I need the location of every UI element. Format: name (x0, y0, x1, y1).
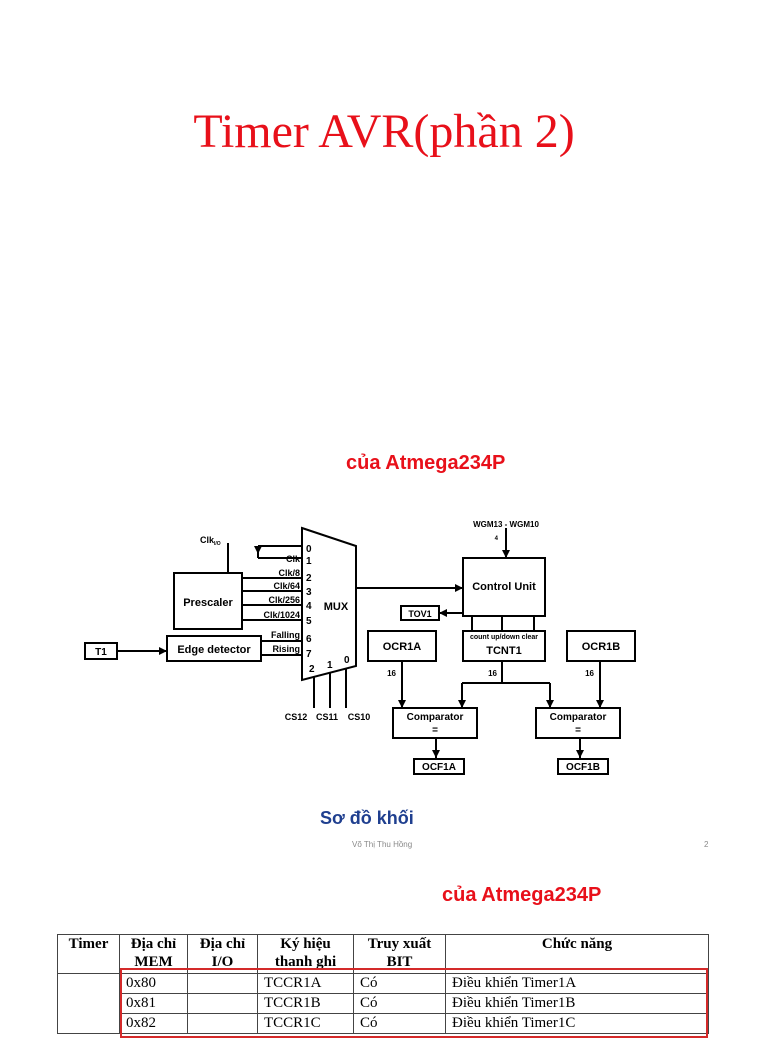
mux-input-label: Clk/256 (268, 595, 300, 605)
prescaler-label: Prescaler (183, 597, 233, 609)
mux-input-label: Clk/8 (278, 568, 300, 578)
mux-select-number: 1 (327, 660, 333, 671)
table-cell (57, 973, 120, 1034)
mux-input-number: 5 (306, 616, 312, 627)
table-header: Địa chỉ MEM (119, 934, 188, 974)
cs-label: CS12 (285, 712, 308, 722)
mux-select-number: 0 (344, 655, 350, 666)
mux-input-number: 2 (306, 573, 312, 584)
slide-title: Timer AVR(phần 2) (193, 105, 575, 158)
table-header: Timer (57, 934, 120, 974)
mux-input-label: Falling (271, 630, 300, 640)
cs-label: CS11 (316, 712, 338, 722)
tov1-label: TOV1 (408, 609, 431, 619)
comparator-a-label: Comparator (407, 712, 464, 723)
edge-detector-label: Edge detector (177, 644, 251, 656)
mux-input-label: Clk (286, 554, 301, 564)
footer-author: Võ Thị Thu Hồng (352, 840, 413, 849)
control-unit-label: Control Unit (472, 581, 536, 593)
mux-input-label: Clk/64 (273, 581, 300, 591)
mux-input-number: 3 (306, 587, 312, 598)
mux-input-number: 4 (306, 601, 312, 612)
ocf1b-label: OCF1B (566, 762, 600, 773)
table-cell: 0x81 (119, 993, 188, 1014)
mux-label: MUX (324, 601, 349, 613)
wgm-label: WGM13 - WGM10 (473, 520, 539, 529)
tcnt1-label: TCNT1 (486, 645, 521, 657)
bus-width-label: 16 (488, 669, 497, 678)
bus-width-label: 16 (387, 669, 396, 678)
diagram-caption: Sơ đồ khối (320, 808, 414, 828)
wgm-bus-width: 4 (495, 536, 499, 542)
mux-input-number: 0 (306, 544, 312, 555)
mux-input-label: Clk/1024 (263, 610, 300, 620)
bus-width-label: 16 (585, 669, 594, 678)
highlight-box (120, 968, 708, 1038)
ocr1b-label: OCR1B (582, 641, 621, 653)
slide2-subtitle: của Atmega234P (442, 884, 602, 906)
table-header: Truy xuất BIT (353, 934, 446, 974)
t1-label: T1 (95, 647, 107, 658)
count-label: count up/down clear (470, 634, 538, 641)
mux-input-number: 6 (306, 634, 312, 645)
comparator-b-label: Comparator (550, 712, 607, 723)
mux-select-number: 2 (309, 664, 315, 675)
clk-io-label: ClkI/O (200, 535, 221, 547)
mux-input-number: 7 (306, 649, 312, 660)
ocr1a-label: OCR1A (383, 641, 422, 653)
timer1-block-diagram: ClkI/O Prescaler Edge detector T1 MUX Cl… (84, 520, 636, 775)
cs-label: CS10 (348, 712, 371, 722)
mux-input-label: Rising (272, 644, 300, 654)
comparator-b-equals: = (575, 725, 581, 736)
slide-subtitle: của Atmega234P (346, 452, 506, 474)
comparator-a-equals: = (432, 725, 438, 736)
page-number: 2 (704, 840, 709, 849)
ocf1a-label: OCF1A (422, 762, 456, 773)
mux-input-number: 1 (306, 556, 312, 567)
